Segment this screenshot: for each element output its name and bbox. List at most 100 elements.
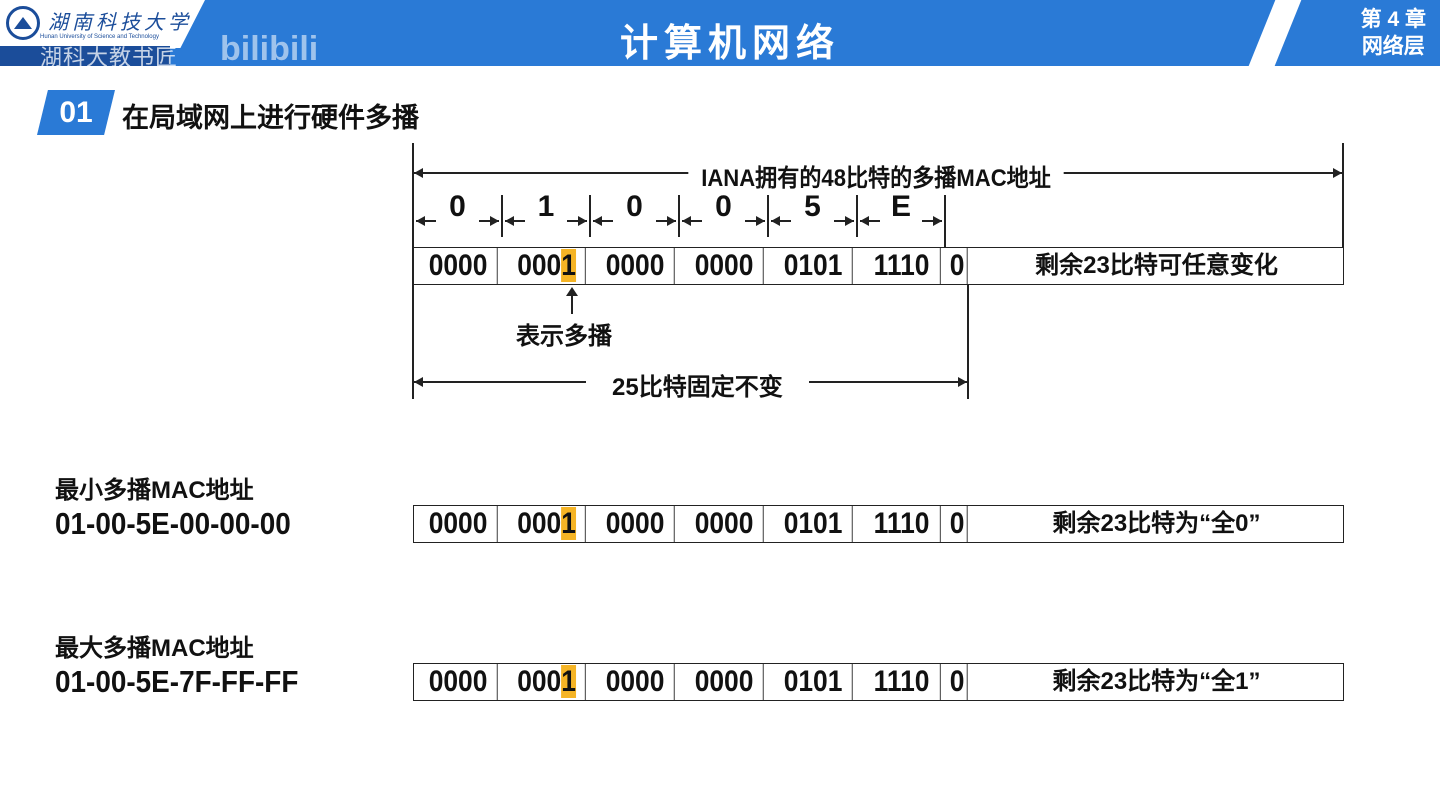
bit-group: 1110 — [873, 665, 930, 698]
left-arrow-icon — [771, 217, 791, 225]
section-badge: 01 — [37, 90, 115, 135]
hex-digit: E — [890, 190, 911, 223]
hex-digit-span: 1 — [501, 190, 590, 237]
left-arrow-icon — [505, 217, 525, 225]
section-title: 在局域网上进行硬件多播 — [122, 103, 419, 133]
hex-digit-span: E — [856, 190, 945, 237]
hex-digit: 0 — [715, 190, 732, 223]
bit-cell: 0 — [947, 506, 968, 542]
remaining-bits-cell: 剩余23比特可任意变化 — [969, 248, 1344, 284]
hex-digit-span: 5 — [767, 190, 857, 237]
multicast-bit-arrow — [571, 292, 573, 314]
tick-line — [767, 195, 769, 237]
logo-english: Hunan University of Science and Technolo… — [40, 34, 159, 40]
bit-group: 0000 — [694, 507, 754, 540]
48bit-span-label: IANA拥有的48比特的多播MAC地址 — [688, 158, 1064, 193]
bit-cell: 0101 — [774, 248, 853, 284]
bit-cell: 0 — [947, 664, 968, 700]
bit-cell: 0001 — [508, 506, 586, 542]
bit-cell: 1110 — [863, 664, 941, 700]
bit-group: 1110 — [873, 249, 930, 282]
bit-cell: 0000 — [685, 506, 764, 542]
slide-title: 计算机网络 — [619, 23, 840, 65]
multicast-note: 表示多播 — [516, 316, 612, 351]
multicast-bit: 1 — [561, 249, 576, 282]
hex-digit-span: 0 — [678, 190, 768, 237]
bit-cell: 0000 — [685, 664, 764, 700]
tick-line — [944, 195, 946, 247]
right-boundary-line — [1342, 143, 1344, 247]
max-address-value: 01-00-5E-7F-FF-FF — [55, 664, 299, 699]
bilibili-watermark: bilibili — [220, 30, 319, 68]
bit-cell: 0000 — [596, 248, 675, 284]
hex-digit-span: 0 — [412, 190, 502, 237]
bit-group: 1110 — [873, 507, 930, 540]
tick-line — [678, 195, 680, 237]
bit-group: 0 — [949, 507, 965, 540]
watermark: 湖科大教书匠 — [40, 45, 179, 70]
bit-group: 0000 — [428, 665, 488, 698]
bit-group: 0101 — [783, 507, 843, 540]
bit-group: 0101 — [783, 249, 843, 282]
bit-group: 0000 — [428, 507, 488, 540]
bit-cell: 1110 — [863, 506, 941, 542]
bit-cell: 1110 — [863, 248, 941, 284]
university-logo: 湖南科技大学 Hunan University of Science and T… — [0, 0, 205, 48]
hex-digit: 1 — [537, 190, 555, 223]
bit-cell: 0000 — [596, 664, 675, 700]
bit-group: 0000 — [428, 249, 488, 282]
bit-cell: 0000 — [685, 248, 764, 284]
chapter-name: 网络层 — [1361, 35, 1425, 58]
right-arrow-icon — [567, 217, 587, 225]
header-bar: 湖南科技大学 Hunan University of Science and T… — [0, 0, 1440, 70]
right-arrow-icon — [834, 217, 854, 225]
bit-group: 0000 — [605, 507, 665, 540]
multicast-bit: 1 — [561, 665, 576, 698]
min-address-label: 最小多播MAC地址 — [55, 477, 254, 504]
bit-group: 000 — [517, 665, 562, 698]
tick-line — [501, 195, 503, 237]
bit-cell: 0001 — [508, 664, 586, 700]
university-seal-icon — [6, 6, 40, 40]
bit-group: 剩余23比特为“全0” — [1052, 510, 1261, 537]
right-arrow-icon — [479, 217, 499, 225]
right-arrow-icon — [922, 217, 942, 225]
max-address-label: 最大多播MAC地址 — [55, 635, 254, 662]
tick-line — [589, 195, 591, 237]
bit-cell: 0101 — [774, 664, 853, 700]
25bit-span-label: 25比特固定不变 — [586, 367, 809, 402]
left-arrow-icon — [593, 217, 613, 225]
bit-cell: 0000 — [419, 664, 498, 700]
bit-group: 0 — [949, 665, 965, 698]
right-arrow-icon — [656, 217, 676, 225]
tick-line — [856, 195, 858, 237]
remaining-bits-cell: 剩余23比特为“全1” — [969, 664, 1344, 700]
hex-digit-span: 0 — [589, 190, 679, 237]
logo-name: 湖南科技大学 — [48, 10, 192, 34]
bit-group: 0000 — [694, 665, 754, 698]
bit-group: 0000 — [694, 249, 754, 282]
bit-group: 剩余23比特可任意变化 — [1035, 252, 1278, 279]
bit-cell: 0000 — [419, 506, 498, 542]
bit-group: 000 — [517, 507, 562, 540]
chapter-number: 第 4 章 — [1360, 8, 1426, 31]
tick-line — [412, 195, 414, 237]
left-arrow-icon — [416, 217, 436, 225]
remaining-bits-cell: 剩余23比特为“全0” — [969, 506, 1344, 542]
hex-digit: 5 — [804, 190, 821, 223]
bit-cell: 0000 — [419, 248, 498, 284]
right-arrow-icon — [745, 217, 765, 225]
bit-group: 0000 — [605, 249, 665, 282]
min-address-value: 01-00-5E-00-00-00 — [55, 506, 291, 541]
hex-digit: 0 — [626, 190, 643, 223]
chapter-label: 第 4 章 网络层 — [1361, 6, 1426, 60]
multicast-bit: 1 — [561, 507, 576, 540]
bit-cell: 0101 — [774, 506, 853, 542]
arrow-head-icon — [566, 287, 578, 296]
left-boundary-line — [412, 143, 414, 399]
bit-group: 剩余23比特为“全1” — [1052, 668, 1261, 695]
bit-cell: 0000 — [596, 506, 675, 542]
